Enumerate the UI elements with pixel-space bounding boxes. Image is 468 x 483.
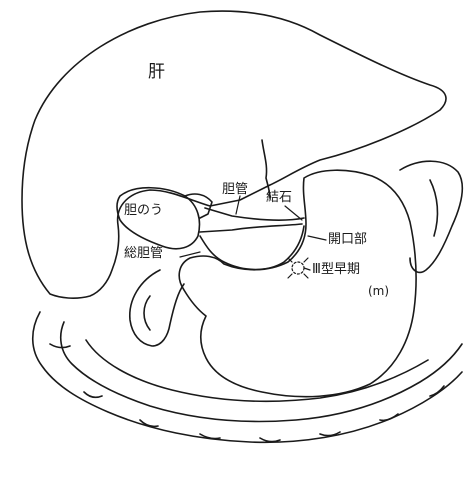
gallbladder-label: 胆のう	[124, 204, 163, 217]
common-bile-duct-label: 総胆管	[124, 247, 163, 260]
liver-outline	[22, 11, 446, 298]
leader-lesion	[304, 268, 310, 270]
colon-haustra	[50, 344, 444, 442]
leader-stone	[285, 206, 302, 220]
colon-outer	[33, 312, 462, 442]
spleen-outline	[400, 161, 462, 272]
duodenum-inner	[144, 296, 150, 330]
bile-duct-label: 胆管	[222, 183, 248, 196]
liver-label: 肝	[148, 64, 165, 81]
bile-duct-lower	[200, 224, 302, 232]
colon-inner	[61, 322, 462, 421]
orifice-label: 開口部	[328, 233, 367, 246]
leader-orifice	[308, 236, 326, 240]
depth-label: (m)	[368, 285, 389, 297]
spleen-inner	[430, 180, 437, 236]
common-bile-duct	[200, 226, 304, 270]
leader-bile-duct	[236, 196, 240, 214]
colon-inner-2	[86, 340, 428, 401]
stone-label: 結石	[266, 191, 292, 204]
early-type-label: Ⅲ型早期	[312, 263, 360, 276]
duodenal-bulb	[130, 270, 184, 346]
